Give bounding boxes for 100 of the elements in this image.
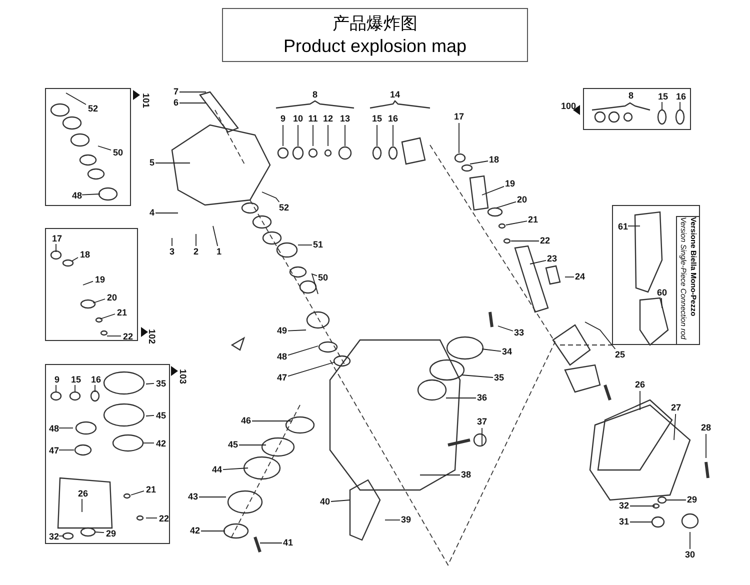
callout-number: 23	[547, 254, 557, 264]
callout-number: 29	[687, 494, 697, 506]
callout-number: 22	[540, 236, 550, 246]
leader-line	[155, 212, 178, 214]
callout-number: 41	[283, 538, 293, 548]
callout-number: 6	[174, 98, 178, 108]
callout-number: 17	[454, 112, 464, 122]
leader-line	[260, 542, 282, 544]
callout-number: 24	[575, 272, 585, 282]
inset-number: 101	[141, 93, 151, 108]
leader-line	[530, 260, 546, 264]
callout-number: 22	[159, 514, 169, 524]
callout-number: 19	[95, 274, 105, 286]
callout-number: 37	[477, 416, 487, 428]
callout-number: 21	[528, 214, 538, 226]
leader-line	[330, 500, 350, 502]
callout-number: 51	[313, 240, 323, 250]
callout-number: 35	[494, 372, 504, 384]
callout-number: 15	[372, 114, 382, 124]
callout-number: 29	[106, 528, 116, 540]
callout-number: 45	[228, 440, 238, 450]
inset-number: 103	[178, 369, 188, 384]
leader-line	[482, 186, 504, 196]
leader-line	[392, 124, 394, 146]
leader-line	[262, 192, 280, 202]
callout-number: 1	[216, 246, 222, 258]
callout-number: 39	[401, 514, 411, 526]
leader-line	[420, 474, 460, 476]
callout-number: 26	[635, 380, 645, 390]
callout-number: 17	[52, 234, 62, 244]
callout-number: 16	[676, 92, 686, 102]
inset-number: 100	[561, 101, 576, 111]
callout-number: 42	[190, 526, 200, 536]
leader-line	[376, 124, 378, 146]
callout-number: 22	[123, 332, 133, 342]
leader-line	[496, 201, 516, 208]
callout-number: 9	[280, 114, 286, 124]
leader-line	[344, 124, 346, 146]
callout-number: 60	[657, 288, 667, 298]
callout-number: 52	[279, 202, 289, 214]
leader-line	[298, 244, 312, 246]
callout-number: 20	[107, 292, 117, 304]
chinese-title: 产品爆炸图	[332, 13, 418, 35]
callout-number: 3	[170, 246, 174, 258]
leader-line	[458, 122, 460, 154]
callout-number: 35	[156, 378, 166, 390]
leader-line	[510, 240, 540, 242]
leader-line	[82, 280, 94, 286]
callout-number: 4	[150, 208, 154, 218]
leader-line	[462, 374, 494, 378]
callout-number: 9	[54, 374, 60, 386]
leader-line	[200, 530, 226, 532]
callout-number: 44	[212, 464, 222, 476]
inset-number: 102	[147, 329, 157, 344]
leader-line	[498, 326, 514, 332]
callout-number: 11	[308, 114, 318, 124]
leader-line	[179, 102, 206, 104]
leader-line	[282, 124, 284, 146]
callout-number: 16	[388, 114, 398, 124]
english-title: Product explosion map	[283, 35, 467, 57]
leader-line	[155, 162, 190, 164]
callout-number: 5	[150, 158, 154, 168]
callout-number: 61	[618, 222, 628, 232]
callout-number: 34	[502, 346, 512, 358]
callout-number: 8	[628, 90, 634, 102]
leader-line	[222, 468, 248, 470]
leader-line	[198, 496, 226, 498]
leader-line	[482, 348, 502, 352]
callout-number: 48	[277, 352, 287, 362]
callout-number: 14	[390, 90, 400, 100]
callout-number: 16	[91, 374, 101, 386]
callout-number: 26	[78, 488, 88, 500]
callout-number: 30	[685, 550, 695, 560]
leader-line	[470, 160, 488, 164]
leader-line	[252, 420, 292, 422]
callout-number: 32	[49, 532, 59, 542]
leader-line	[66, 92, 86, 105]
callout-number: 45	[156, 410, 166, 422]
callout-number: 31	[619, 516, 629, 528]
callout-number: 33	[514, 328, 524, 338]
leader-line	[312, 124, 314, 146]
leader-line	[100, 314, 116, 320]
leader-line	[130, 490, 144, 496]
callout-number: 18	[489, 154, 499, 166]
leader-line	[72, 257, 78, 262]
callout-number: 48	[49, 424, 59, 434]
leader-line	[142, 442, 154, 444]
leader-line	[212, 226, 218, 246]
callout-number: 47	[277, 372, 287, 384]
leader-line	[564, 276, 574, 278]
callout-number: 52	[88, 104, 98, 114]
callout-number: 12	[323, 114, 333, 124]
callout-number: 10	[293, 114, 303, 124]
callout-number: 15	[658, 92, 668, 102]
callout-number: 40	[320, 496, 330, 508]
callout-number: 7	[174, 86, 178, 98]
callout-number: 47	[49, 446, 59, 456]
leader-line	[660, 298, 662, 308]
leader-line	[288, 330, 306, 332]
callout-number: 21	[146, 484, 156, 496]
